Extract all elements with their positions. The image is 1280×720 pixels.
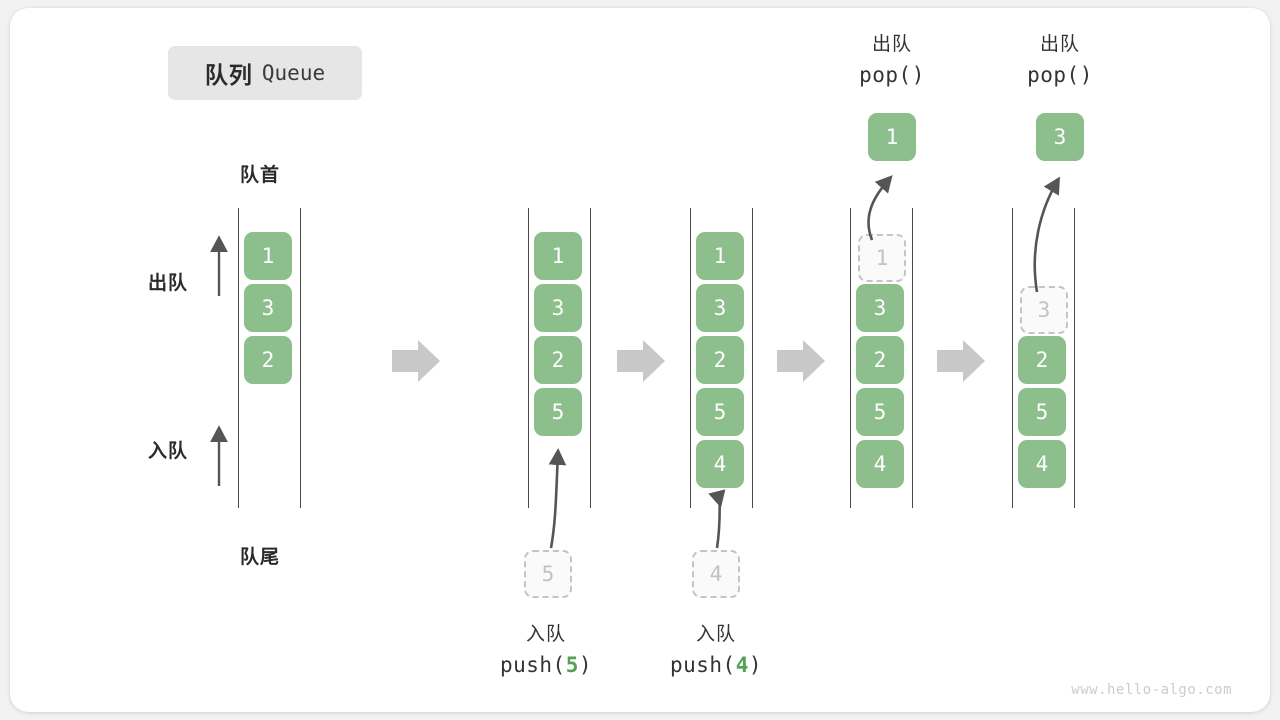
op-label-pop-1-code: pop() bbox=[859, 63, 925, 88]
rail-left-0 bbox=[238, 208, 239, 508]
cell-c1-0: 1 bbox=[534, 232, 582, 280]
cell-c2-2: 2 bbox=[696, 336, 744, 384]
cell-c1-2: 2 bbox=[534, 336, 582, 384]
popped-cell-1: 1 bbox=[868, 113, 916, 161]
dequeue-side-label: 出队 bbox=[148, 273, 189, 294]
cell-c0-1: 3 bbox=[244, 284, 292, 332]
rail-right-0 bbox=[300, 208, 301, 508]
title-badge: 队列 Queue bbox=[168, 46, 362, 100]
title-en: Queue bbox=[261, 61, 326, 85]
rail-left-2 bbox=[690, 208, 691, 508]
cell-c3-2: 2 bbox=[856, 336, 904, 384]
cell-c2-1: 3 bbox=[696, 284, 744, 332]
op-label-pop-1: 出队 pop() bbox=[802, 30, 982, 92]
watermark: www.hello-algo.com bbox=[1071, 682, 1232, 698]
queue-tail-label: 队尾 bbox=[240, 547, 281, 568]
op-label-push-4: 入队 push(4) bbox=[626, 620, 806, 682]
op-label-pop-1-cn: 出队 bbox=[871, 34, 912, 55]
op-label-pop-3-code: pop() bbox=[1027, 63, 1093, 88]
cell-c4-3: 4 bbox=[1018, 440, 1066, 488]
rail-right-4 bbox=[1074, 208, 1075, 508]
op-label-pop-3-cn: 出队 bbox=[1039, 34, 1080, 55]
op-label-push-5: 入队 push(5) bbox=[456, 620, 636, 682]
cell-c4-0-ghost: 3 bbox=[1020, 286, 1068, 334]
op-label-push-5-cn: 入队 bbox=[525, 624, 566, 645]
cell-c2-4: 4 bbox=[696, 440, 744, 488]
rail-right-2 bbox=[752, 208, 753, 508]
rail-left-1 bbox=[528, 208, 529, 508]
cell-c0-0: 1 bbox=[244, 232, 292, 280]
cell-c1-3: 5 bbox=[534, 388, 582, 436]
rail-right-3 bbox=[912, 208, 913, 508]
title-cn: 队列 bbox=[204, 62, 253, 88]
op-label-pop-3: 出队 pop() bbox=[970, 30, 1150, 92]
cell-c4-1: 2 bbox=[1018, 336, 1066, 384]
incoming-cell-4: 4 bbox=[692, 550, 740, 598]
popped-cell-3: 3 bbox=[1036, 113, 1084, 161]
cell-c3-1: 3 bbox=[856, 284, 904, 332]
cell-c3-0-ghost: 1 bbox=[858, 234, 906, 282]
cell-c3-3: 5 bbox=[856, 388, 904, 436]
diagram-card bbox=[10, 8, 1270, 712]
cell-c4-2: 5 bbox=[1018, 388, 1066, 436]
rail-left-3 bbox=[850, 208, 851, 508]
cell-c0-2: 2 bbox=[244, 336, 292, 384]
incoming-cell-5: 5 bbox=[524, 550, 572, 598]
cell-c2-3: 5 bbox=[696, 388, 744, 436]
op-label-push-4-code: push(4) bbox=[669, 653, 763, 678]
cell-c1-1: 3 bbox=[534, 284, 582, 332]
cell-c3-4: 4 bbox=[856, 440, 904, 488]
rail-left-4 bbox=[1012, 208, 1013, 508]
queue-head-label: 队首 bbox=[240, 165, 281, 186]
op-label-push-5-code: push(5) bbox=[499, 653, 593, 678]
enqueue-side-label: 入队 bbox=[148, 441, 189, 462]
op-label-push-4-cn: 入队 bbox=[695, 624, 736, 645]
cell-c2-0: 1 bbox=[696, 232, 744, 280]
rail-right-1 bbox=[590, 208, 591, 508]
